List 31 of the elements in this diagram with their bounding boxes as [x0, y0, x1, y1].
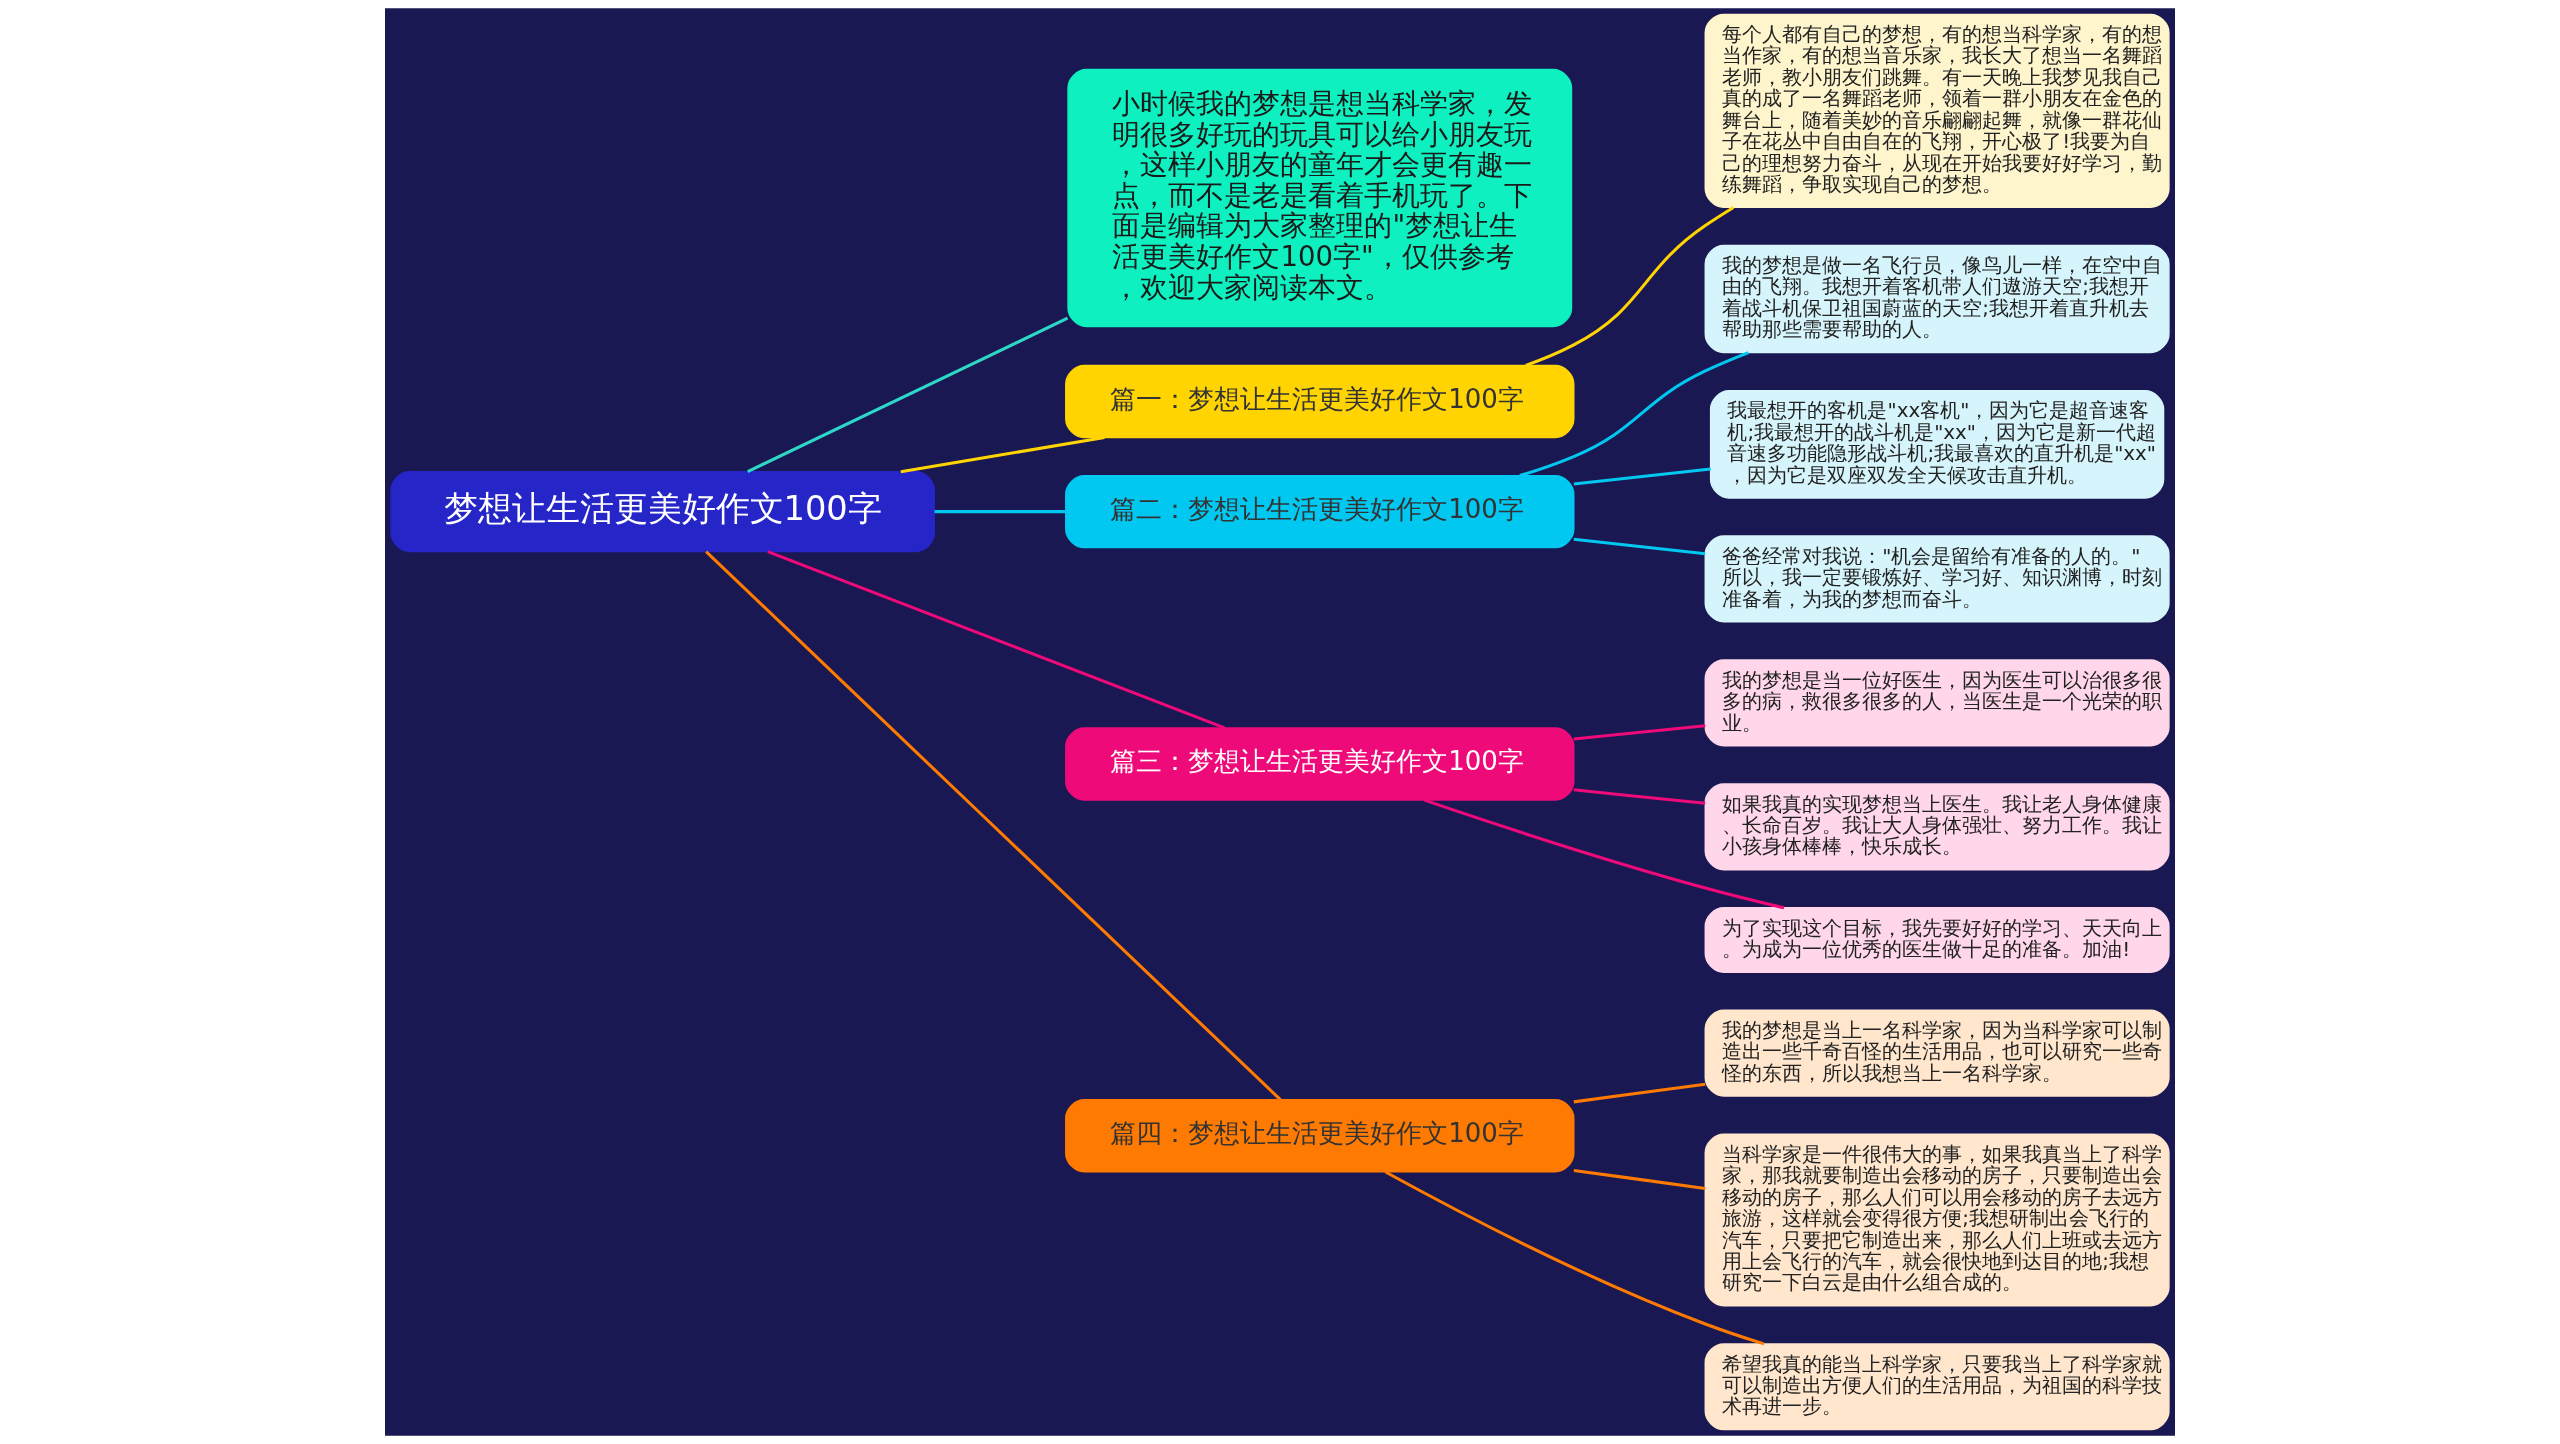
connector — [1573, 788, 1706, 805]
connector — [1519, 351, 1750, 478]
node-box: 希望我真的能当上科学家，只要我当上了科学家就可以制造出方便人们的生活用品，为祖国的科学技术再进一步。 — [1704, 1343, 2170, 1431]
connector — [1525, 206, 1735, 367]
node-box: 小时候我的梦想是想当科学家，发明很多好玩的玩具可以给小朋友玩，这样小朋友的童年才会更有趣一点，而不是老是看着手机玩了。下面是编辑为大家整理的"梦想让生活更美好作文100字"，仅供参考，欢迎大家阅读本文。 — [1067, 68, 1573, 328]
connector — [1573, 1168, 1706, 1190]
node-box: 篇三：梦想让生活更美好作文100字 — [1065, 727, 1575, 801]
node-box: 为了实现这个目标，我先要好好的学习、天天向上。为成为一位优秀的医生做十足的准备。加油! — [1704, 907, 2170, 973]
connector — [900, 435, 1105, 474]
connector — [767, 550, 1226, 730]
connector — [1573, 537, 1706, 556]
connector — [1384, 1170, 1765, 1346]
connector — [747, 316, 1069, 473]
node-box: 如果我真的实现梦想当上医生。我让老人身体健康、长命百岁。我让大人身体强壮、努力工作。我让小孩身体棒棒，快乐成长。 — [1704, 783, 2170, 871]
node-box: 我的梦想是做一名飞行员，像鸟儿一样，在空中自由的飞翔。我想开着客机带人们遨游天空;我想开着战斗机保卫祖国蔚蓝的天空;我想开着直升机去帮助那些需要帮助的人。 — [1704, 244, 2170, 354]
node-box: 篇二：梦想让生活更美好作文100字 — [1065, 474, 1575, 549]
connector — [1573, 467, 1711, 486]
node-box: 篇一：梦想让生活更美好作文100字 — [1065, 364, 1575, 439]
node-box: 我最想开的客机是"xx客机"，因为它是超音速客机;我最想开的战斗机是"xx"，因为它是新一代超音速多功能隐形战斗机;我最喜欢的直升机是"xx"，因为它是双座双发全天候攻击直升机。 — [1709, 390, 2165, 499]
connector — [1573, 724, 1706, 741]
node-box: 篇四：梦想让生活更美好作文100字 — [1065, 1099, 1575, 1173]
connector — [1423, 798, 1785, 910]
node-box: 每个人都有自己的梦想，有的想当科学家，有的想当作家，有的想当音乐家，我长大了想当一名舞蹈老师，教小朋友们跳舞。有一天晚上我梦见我自己真的成了一名舞蹈老师，领着一群小朋友在金色的舞台上，随着美妙的音乐翩翩起舞，就像一群花仙子在花丛中自由自在的飞翔，开心极了!我要为自己的理想努力奋斗，从现在开始我要好好学习，勤练舞蹈，争取实现自己的梦想。 — [1704, 13, 2170, 208]
connector — [1573, 1082, 1706, 1104]
node-box: 我的梦想是当一位好医生，因为医生可以治很多很多的病，救很多很多的人，当医生是一个光荣的职业。 — [1704, 659, 2170, 747]
node-box: 我的梦想是当上一名科学家，因为当科学家可以制造出一些千奇百怪的生活用品，也可以研究一些奇怪的东西，所以我想当上一名科学家。 — [1704, 1009, 2170, 1097]
node-box: 当科学家是一件很伟大的事，如果我真当上了科学家，那我就要制造出会移动的房子，只要制造出会移动的房子，那么人们可以用会移动的房子去远方旅游，这样就会变得很方便;我想研制出会飞行的汽车，只要把它制造出来，那么人们上班或去远方用上会飞行的汽车，就会很快地到达目的地;我想研究一下白云是由什么组合成的。 — [1704, 1133, 2170, 1307]
connector — [934, 510, 1066, 514]
node-box: 梦想让生活更美好作文100字 — [390, 471, 935, 553]
connector — [705, 550, 1282, 1101]
node-box: 爸爸经常对我说："机会是留给有准备的人的。"所以，我一定要锻炼好、学习好、知识渊博，时刻准备着，为我的梦想而奋斗。 — [1704, 535, 2170, 623]
